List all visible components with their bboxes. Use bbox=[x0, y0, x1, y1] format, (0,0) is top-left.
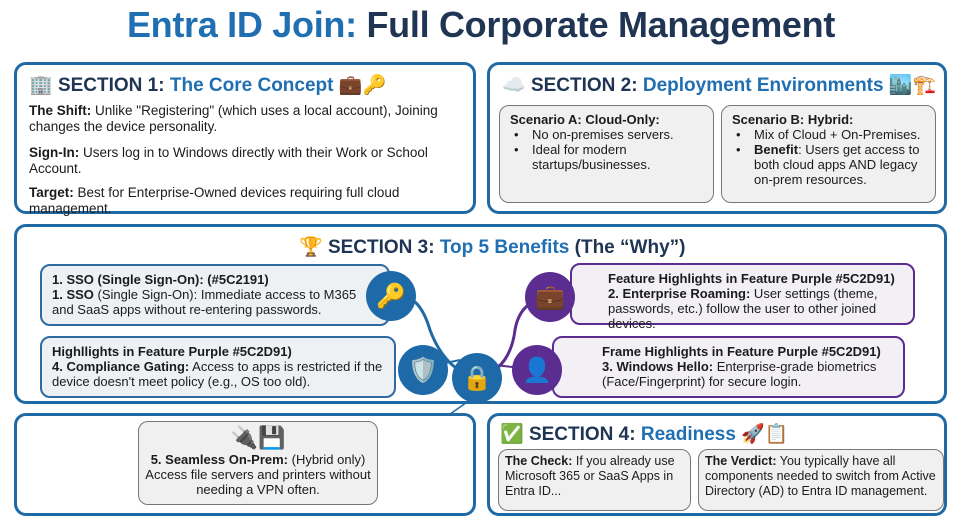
benefit-compliance-card: Highllights in Feature Purple #5C2D91) 4… bbox=[40, 336, 396, 398]
key-icon: 🔑 bbox=[366, 271, 416, 321]
section1-heading: 🏢 SECTION 1: The Core Concept 💼🔑 bbox=[29, 75, 387, 96]
verdict-card: The Verdict: You typically have all comp… bbox=[698, 449, 944, 511]
section4-heading: ✅ SECTION 4: Readiness 🚀📋 bbox=[500, 424, 789, 445]
section3-heading: 🏆 SECTION 3: Top 5 Benefits (The “Why”) bbox=[299, 237, 686, 258]
benefit-hello-card: Frame Highlights in Feature Purple #5C2D… bbox=[552, 336, 905, 398]
shield-blocked-icon: 🛡️ bbox=[398, 345, 448, 395]
clipboard-icon: 📋 bbox=[764, 424, 789, 445]
section-deployment: ☁️ SECTION 2: Deployment Environments 🏙️… bbox=[487, 62, 947, 214]
section2-heading: ☁️ SECTION 2: Deployment Environments 🏙️… bbox=[502, 75, 937, 96]
briefcase-icon: 💼 bbox=[338, 75, 363, 96]
building-icon: 🏢 bbox=[29, 75, 53, 96]
cloud-icon: ☁️ bbox=[502, 75, 526, 96]
crane-icon: 🏗️ bbox=[912, 75, 937, 96]
scenario-b-card: Scenario B: Hybrid: Mix of Cloud + On-Pr… bbox=[721, 105, 936, 203]
target-text: Target: Best for Enterprise-Owned device… bbox=[29, 185, 400, 216]
benefit-roaming-card: Feature Highlights in Feature Purple #5C… bbox=[570, 263, 915, 331]
page-title: Entra ID Join: Full Corporate Management bbox=[126, 4, 836, 45]
check-icon: ✅ bbox=[500, 424, 524, 445]
face-scan-icon: 👤 bbox=[512, 345, 562, 395]
plug-icon: 🔌 bbox=[230, 425, 258, 450]
benefit-onprem-card: 🔌💾 5. Seamless On-Prem: (Hybrid only) Ac… bbox=[138, 421, 378, 505]
rocket-icon: 🚀 bbox=[741, 424, 765, 445]
check-card: The Check: If you already use Microsoft … bbox=[498, 449, 691, 511]
trophy-icon: 🏆 bbox=[299, 237, 323, 258]
briefcase-cloud-icon: 💼 bbox=[525, 272, 575, 322]
cloud-vs-building-icon: 🏙️ bbox=[888, 75, 913, 96]
signin-text: Sign-In: Users log in to Windows directl… bbox=[29, 145, 428, 176]
benefit-sso-card: 1. SSO (Single Sign-On): (#5C2191) 1. SS… bbox=[40, 264, 390, 326]
section-readiness: ✅ SECTION 4: Readiness 🚀📋 The Check: If … bbox=[487, 413, 947, 516]
lock-icon: 🔒 bbox=[452, 353, 502, 403]
section-core-concept: 🏢 SECTION 1: The Core Concept 💼🔑 The Shi… bbox=[14, 62, 476, 216]
floppy-disk-icon: 💾 bbox=[258, 425, 286, 450]
scenario-a-card: Scenario A: Cloud-Only: No on-premises s… bbox=[499, 105, 714, 203]
key-icon: 🔑 bbox=[362, 75, 387, 96]
shift-text: The Shift: Unlike "Registering" (which u… bbox=[29, 103, 438, 134]
